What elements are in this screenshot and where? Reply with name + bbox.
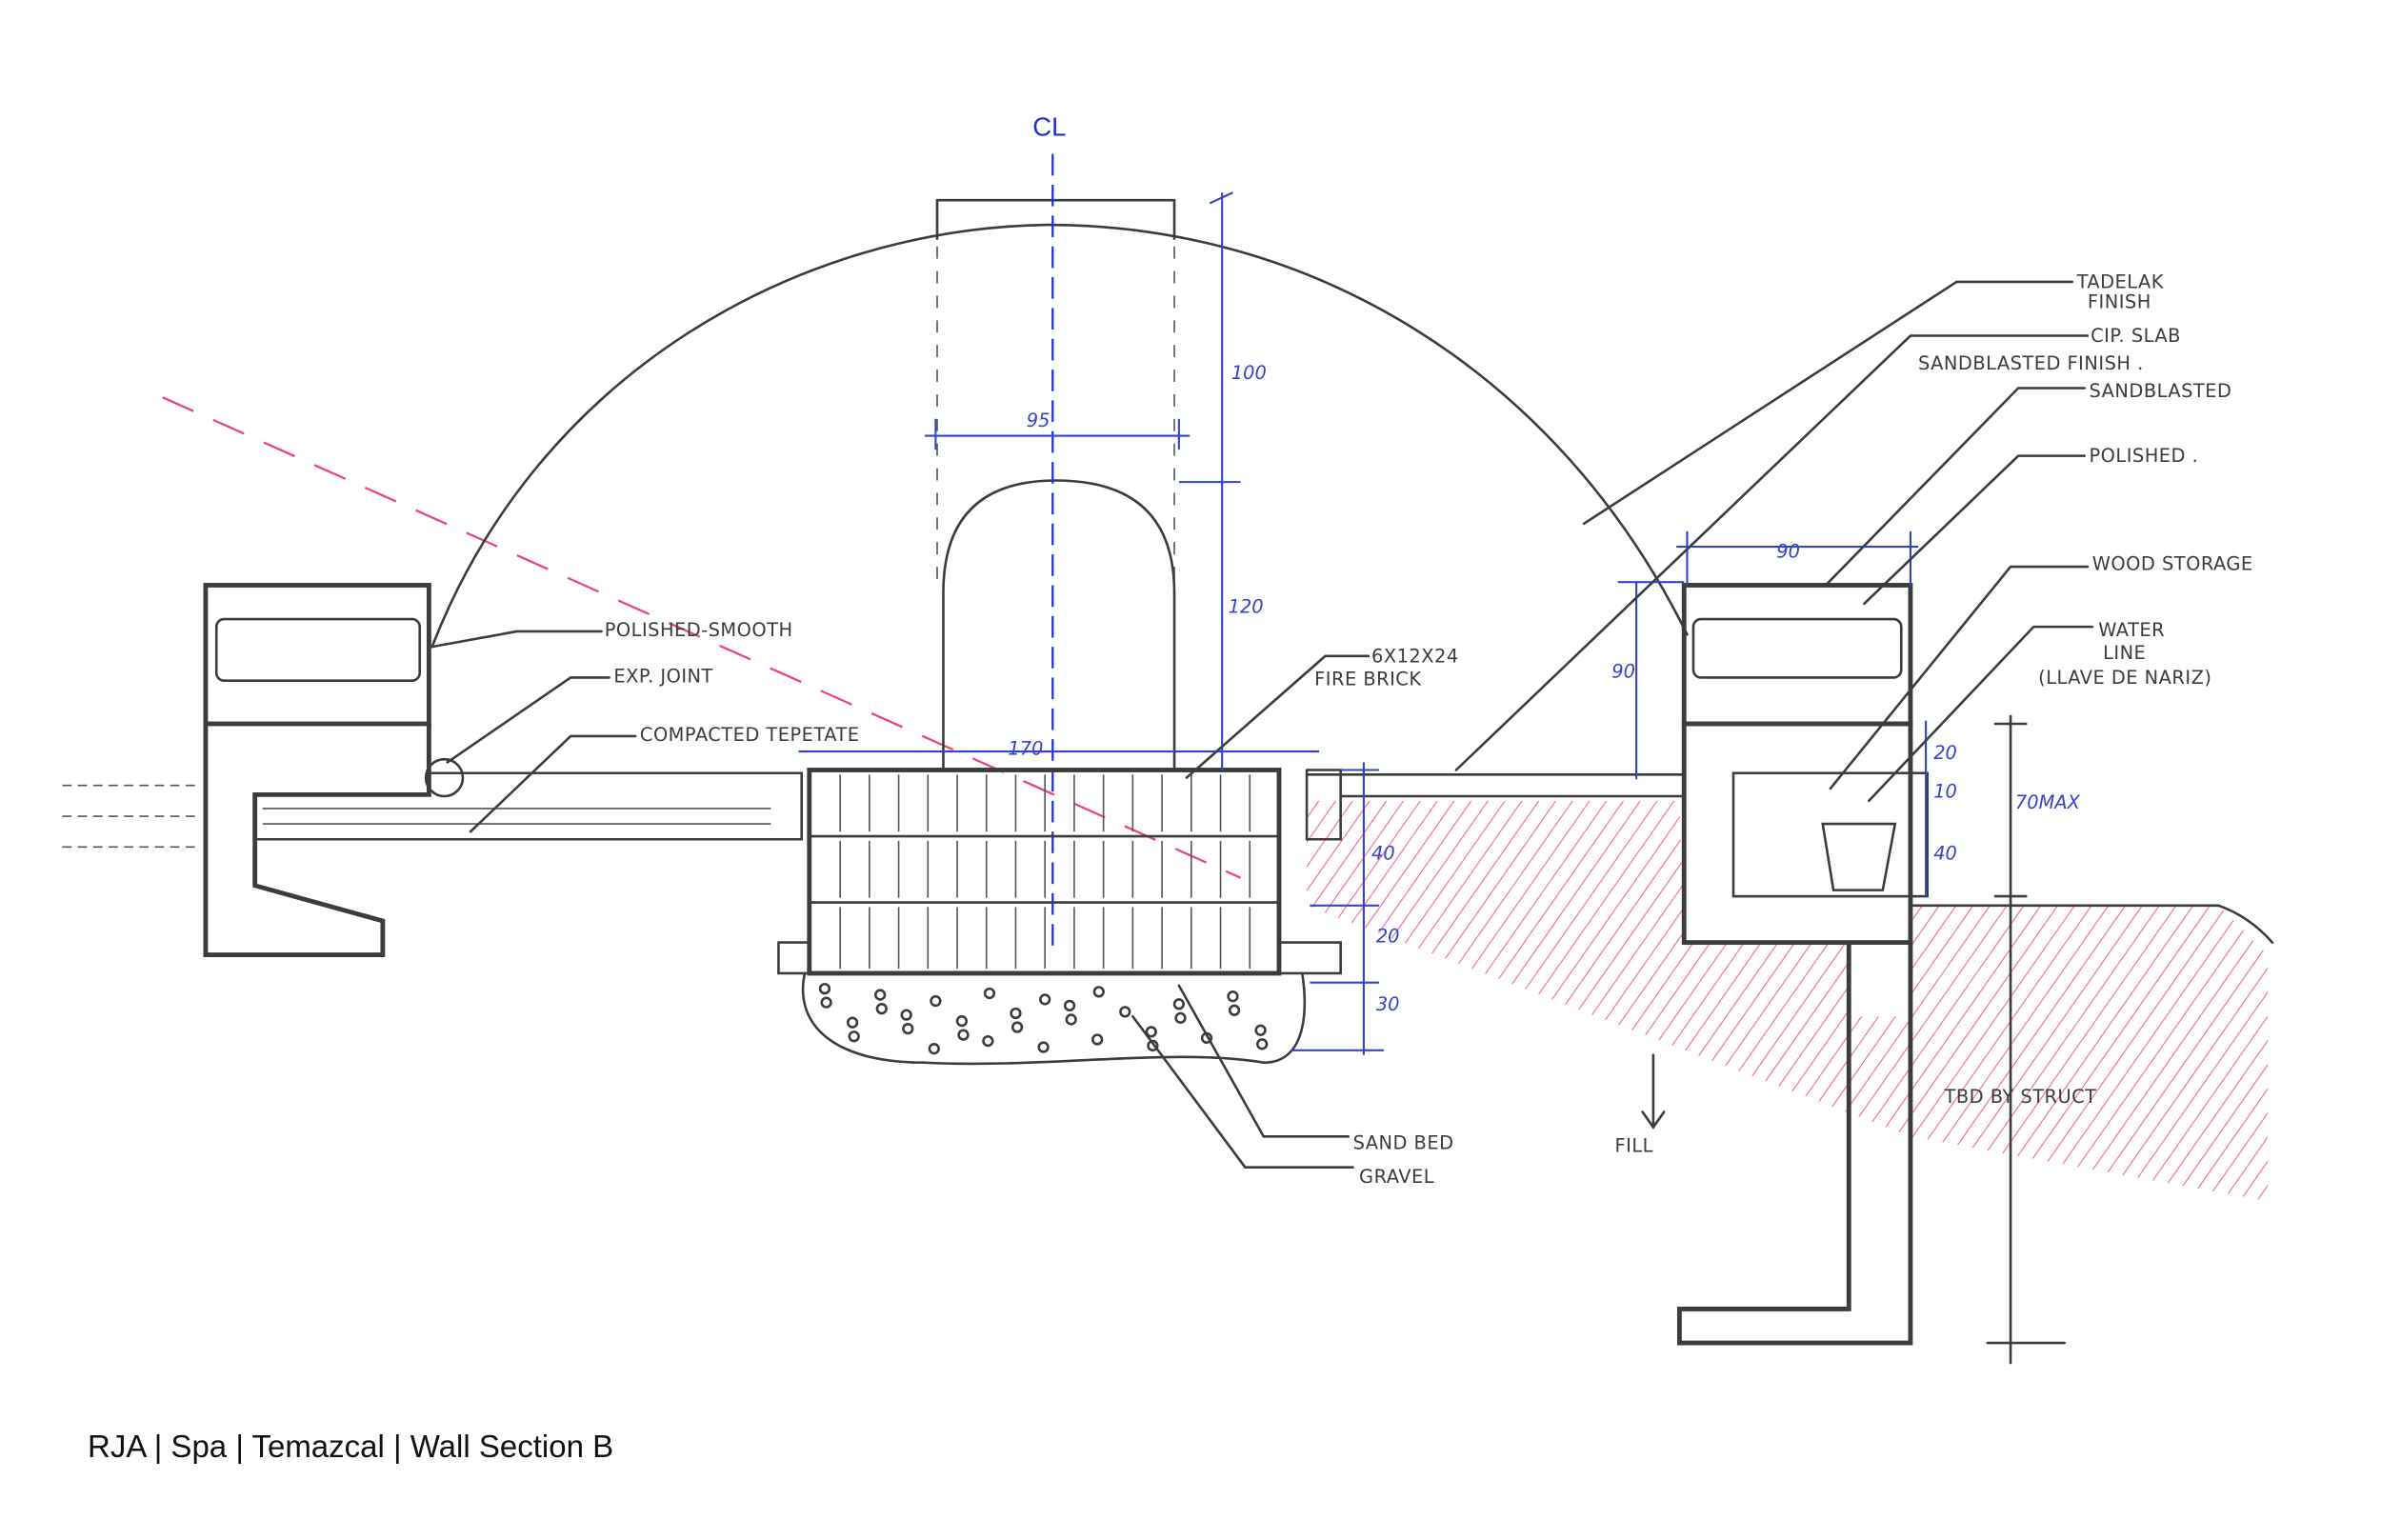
gravel-stone xyxy=(1145,1026,1157,1038)
label-fire-brick: FIRE BRICK xyxy=(1314,669,1422,690)
gravel-stone xyxy=(848,1030,860,1043)
label-polished-smooth: POLISHED-SMOOTH xyxy=(605,619,793,641)
gravel-stone xyxy=(1147,1039,1159,1052)
gravel-stone xyxy=(1228,1004,1241,1016)
gravel-stone xyxy=(1227,990,1239,1003)
centerline-label: CL xyxy=(1032,111,1066,141)
gravel-stone xyxy=(957,1029,970,1041)
gravel-stone xyxy=(982,1034,994,1048)
label-wood-storage: WOOD STORAGE xyxy=(2092,552,2253,574)
gravel-stone xyxy=(1039,993,1051,1006)
gravel-stone xyxy=(846,1016,859,1029)
gravel-stone xyxy=(983,987,996,1000)
gravel-stone xyxy=(1091,1033,1104,1046)
label-sandblasted: SANDBLASTED xyxy=(2090,380,2232,402)
label-tadelak-finish: FINISH xyxy=(2088,290,2151,312)
chimney xyxy=(935,198,1176,586)
label-fire-brick-size: 6X12X24 xyxy=(1371,645,1459,667)
gravel-stones xyxy=(818,982,1269,1055)
gravel-stone xyxy=(1037,1041,1050,1053)
leader-lines xyxy=(430,280,2094,1169)
dim-storage-bottom: 40 xyxy=(1933,842,1957,864)
gravel-stone xyxy=(820,996,832,1009)
gravel-stone xyxy=(1119,1006,1131,1018)
dim-gravel-depth: 30 xyxy=(1376,993,1400,1015)
right-bench-wall xyxy=(1676,583,1930,1346)
dim-chimney-width: 95 xyxy=(1027,410,1050,431)
dome-arc xyxy=(430,223,1689,649)
dim-storage-total: 70MAX xyxy=(2015,791,2081,813)
label-water: WATER xyxy=(2098,619,2165,641)
label-cip-slab: CIP. SLAB xyxy=(2091,325,2181,347)
dim-arch-height: 120 xyxy=(1229,596,1264,618)
gravel-stone xyxy=(1092,986,1105,998)
label-fill: FILL xyxy=(1614,1135,1652,1157)
fill-hatch-area xyxy=(1307,800,2269,1202)
label-gravel: GRAVEL xyxy=(1359,1166,1434,1188)
firebox-arch xyxy=(942,479,1176,771)
gravel-stone xyxy=(1010,1021,1024,1033)
label-sandblasted-finish: SANDBLASTED FINISH . xyxy=(1918,352,2144,374)
label-sand-bed: SAND BED xyxy=(1353,1131,1454,1153)
gravel-stone xyxy=(1063,999,1076,1012)
label-tadelak: TADELAK xyxy=(2076,270,2165,292)
dim-storage-mid: 10 xyxy=(1933,781,1957,803)
floor-slab xyxy=(1305,773,1686,798)
gravel-stone xyxy=(1254,1024,1267,1036)
gravel-stone xyxy=(930,994,942,1008)
dim-brick-course-2: 20 xyxy=(1376,926,1400,948)
label-compacted-tepetate: COMPACTED TEPETATE xyxy=(640,724,860,746)
gravel-stone xyxy=(900,1009,912,1021)
label-tbd-by-struct: TBD BY STRUCT xyxy=(1944,1086,2097,1108)
gravel-stone xyxy=(818,982,831,995)
dim-firebox-width: 170 xyxy=(1008,737,1043,759)
gravel-stone xyxy=(1174,1011,1187,1024)
dimension-lines xyxy=(798,191,2066,1365)
label-polished: POLISHED . xyxy=(2090,445,2199,467)
gravel-stone xyxy=(1172,998,1186,1010)
fire-brick-floor xyxy=(777,768,1342,976)
gravel-stone xyxy=(902,1023,914,1035)
pink-dashed-line xyxy=(162,396,1242,879)
left-bench-wall xyxy=(62,583,804,957)
label-water-line: LINE xyxy=(2103,642,2146,664)
drawing-title: RJA | Spa | Temazcal | Wall Section B xyxy=(88,1429,614,1464)
dim-storage-top: 20 xyxy=(1933,742,1957,764)
dim-brick-course-1: 40 xyxy=(1371,842,1395,864)
label-water-note: (LLAVE DE NARIZ) xyxy=(2038,667,2211,689)
gravel-stone xyxy=(874,989,887,1001)
gravel-stone xyxy=(875,1002,888,1015)
dim-chimney-height: 100 xyxy=(1231,362,1267,384)
gravel-bed xyxy=(801,971,1307,1066)
label-exp-joint: EXP. JOINT xyxy=(613,665,712,687)
gravel-stone xyxy=(1065,1013,1077,1026)
gravel-stone xyxy=(928,1043,940,1055)
gravel-stone xyxy=(1256,1038,1269,1050)
gravel-stone xyxy=(955,1014,969,1028)
gravel-stone xyxy=(1010,1007,1022,1020)
dim-wall-width: 90 xyxy=(1776,540,1800,562)
dim-wall-height: 90 xyxy=(1611,660,1635,682)
